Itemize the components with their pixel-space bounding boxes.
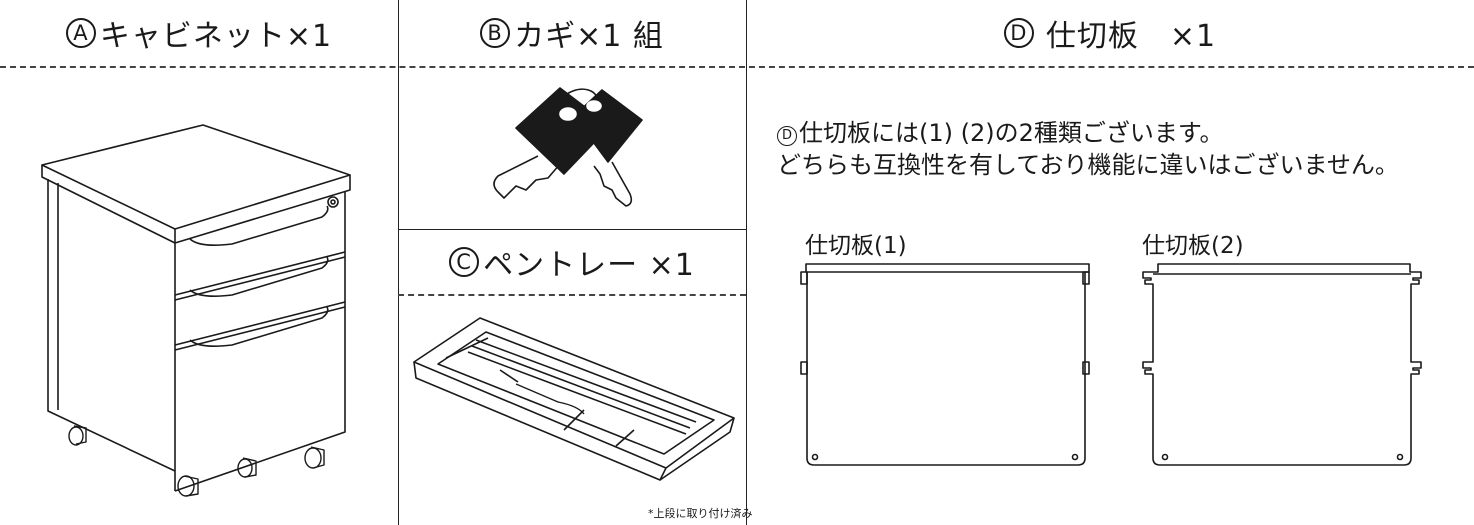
divider-1-label: 仕切板(1) [805,233,907,259]
cabinet-illustration [41,124,351,497]
row-divider [398,229,746,230]
column-divider [398,0,399,525]
column-divider [746,0,747,525]
part-letter-badge: D [1003,18,1034,48]
pen-tray-note: *上段に取り付け済み [648,507,753,520]
header-separator [398,294,746,296]
part-letter-badge: D [777,126,797,146]
description-line-2: どちらも互換性を有しており機能に違いはございません。 [777,151,1399,179]
header-keys: B カギ×1 組 [398,0,746,66]
divider-2-label: 仕切板(2) [1142,233,1244,259]
divider-plate-1-illustration [800,263,1090,466]
keys-illustration [493,87,643,207]
header-label: カギ×1 組 [514,19,664,54]
header-cabinet: A キャビネット×1 [0,0,398,66]
header-label: 仕切板 ×1 [1045,19,1217,54]
divider-plate-2-illustration [1142,263,1422,466]
pen-tray-illustration [413,317,735,481]
header-label: キャビネット×1 [99,19,333,54]
header-divider-plate: D 仕切板 ×1 [746,0,1474,66]
header-pen-tray: C ペントレー ×1 [398,229,746,295]
header-label: ペントレー ×1 [483,248,695,283]
part-letter-badge: B [480,18,511,48]
part-letter-badge: A [65,18,96,48]
part-letter-badge: C [449,247,480,277]
header-separator [0,66,1474,68]
